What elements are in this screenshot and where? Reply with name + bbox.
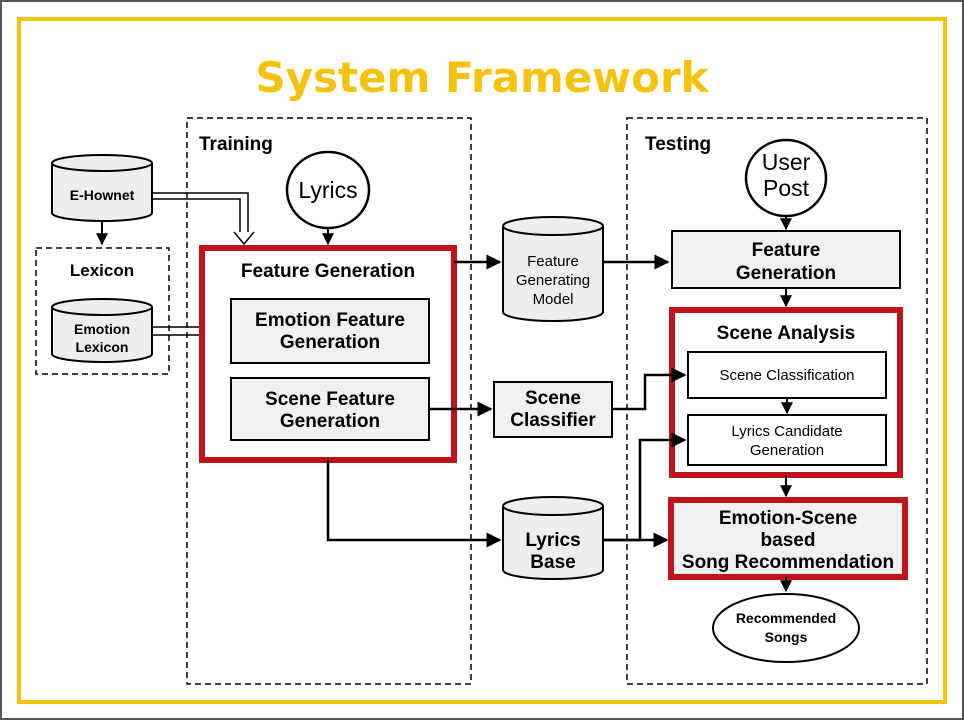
lyrics-base-database: Lyrics Base bbox=[502, 496, 604, 580]
lyrics-node: Lyrics bbox=[285, 150, 371, 230]
ehownet-to-feature-arrow bbox=[152, 192, 255, 246]
yellow-frame bbox=[17, 17, 947, 704]
recommendation-line3: Song Recommendation bbox=[682, 552, 894, 573]
scene-classification-box bbox=[687, 351, 887, 399]
training-feature-generation-label: Feature Generation bbox=[241, 261, 415, 282]
emotion-lexicon-label-line1: Emotion bbox=[74, 321, 130, 337]
user-post-line2: Post bbox=[763, 175, 810, 201]
lexicon-label: Lexicon bbox=[70, 261, 134, 280]
scene-analysis-label: Scene Analysis bbox=[717, 323, 856, 344]
scene-classifier-box bbox=[493, 381, 613, 438]
emotion-feature-line2: Generation bbox=[280, 332, 380, 353]
page-title: System Framework bbox=[255, 53, 709, 102]
lyrics-candidate-box bbox=[687, 414, 887, 466]
feature-model-line3: Model bbox=[533, 291, 574, 308]
testing-feature-line1: Feature bbox=[752, 240, 821, 261]
ehownet-label: E-Hownet bbox=[70, 187, 135, 203]
feature-generating-model-database: Feature Generating Model bbox=[502, 216, 604, 322]
testing-label: Testing bbox=[645, 134, 711, 155]
scene-feature-line1: Scene Feature bbox=[265, 389, 395, 410]
recommended-songs-node: Recommended Songs bbox=[712, 593, 860, 663]
lyrics-label: Lyrics bbox=[298, 177, 357, 203]
testing-feature-generation-box bbox=[671, 230, 901, 289]
testing-region bbox=[626, 117, 928, 685]
training-label: Training bbox=[199, 134, 273, 155]
feature-model-line1: Feature bbox=[527, 253, 579, 270]
emotion-feature-line1: Emotion Feature bbox=[255, 310, 405, 331]
recommended-songs-line1: Recommended bbox=[736, 610, 836, 626]
classifier-to-scene-classification-arrow bbox=[612, 367, 687, 411]
user-post-line1: User bbox=[762, 149, 811, 175]
scene-feature-line2: Generation bbox=[280, 411, 380, 432]
recommendation-line1: Emotion-Scene bbox=[719, 508, 857, 529]
recommended-songs-line2: Songs bbox=[765, 629, 808, 645]
user-post-node: User Post bbox=[744, 138, 828, 218]
lyrics-candidate-line2: Generation bbox=[750, 442, 824, 459]
lyrics-base-line2: Base bbox=[530, 552, 575, 573]
feature-model-line2: Generating bbox=[516, 272, 590, 289]
testing-feature-line2: Generation bbox=[736, 263, 836, 284]
scene-feature-generation-box bbox=[230, 377, 430, 441]
training-region bbox=[186, 117, 472, 685]
ehownet-database: E-Hownet bbox=[51, 154, 153, 222]
emotion-lexicon-label-line2: Lexicon bbox=[76, 339, 129, 355]
scene-classifier-line1: Scene bbox=[525, 388, 581, 409]
emotion-lexicon-database: Emotion Lexicon bbox=[51, 298, 153, 363]
lexicon-region bbox=[35, 247, 170, 375]
lyrics-base-line1: Lyrics bbox=[525, 530, 580, 551]
emotion-feature-generation-box bbox=[230, 298, 430, 364]
lyrics-candidate-line1: Lyrics Candidate bbox=[731, 423, 842, 440]
scene-classifier-line2: Classifier bbox=[510, 410, 596, 431]
recommendation-box bbox=[668, 497, 908, 580]
feature-to-lyrics-base-arrow bbox=[326, 460, 502, 548]
scene-classification-label: Scene Classification bbox=[719, 367, 854, 384]
recommendation-line2: based bbox=[761, 530, 816, 551]
